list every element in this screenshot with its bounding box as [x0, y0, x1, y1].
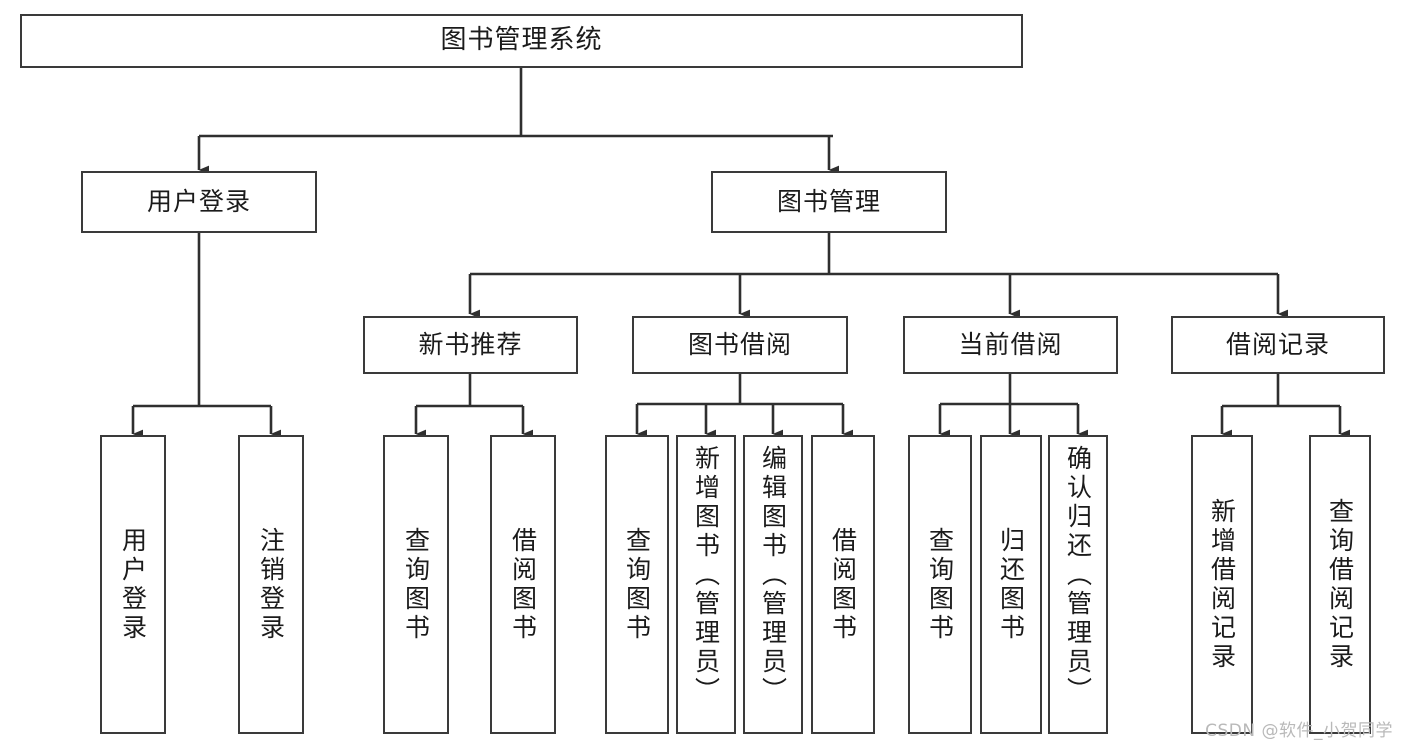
node-leaf-borrow-edit-book-admin[interactable]: 编辑图书（管理员） — [743, 435, 803, 734]
node-label-leaf-user-login-login: 用户登录 — [118, 526, 148, 643]
node-label-leaf-current-confirm-return-admin: 确认归还（管理员） — [1063, 445, 1093, 706]
node-leaf-borrow-borrow-book[interactable]: 借阅图书 — [811, 435, 875, 734]
node-label-book-management: 图书管理 — [776, 187, 881, 216]
node-book-borrow[interactable]: 图书借阅 — [632, 316, 848, 374]
node-leaf-current-confirm-return-admin[interactable]: 确认归还（管理员） — [1048, 435, 1108, 734]
node-label-leaf-user-login-logout: 注销登录 — [256, 526, 286, 643]
node-leaf-borrow-add-book-admin[interactable]: 新增图书（管理员） — [676, 435, 736, 734]
node-new-book-recommend[interactable]: 新书推荐 — [363, 316, 578, 374]
node-label-leaf-borrow-edit-book-admin: 编辑图书（管理员） — [758, 445, 788, 706]
node-leaf-current-return-book[interactable]: 归还图书 — [980, 435, 1042, 734]
node-borrow-record[interactable]: 借阅记录 — [1171, 316, 1385, 374]
node-label-leaf-current-return-book: 归还图书 — [996, 526, 1026, 643]
node-leaf-user-login-login[interactable]: 用户登录 — [100, 435, 166, 734]
node-label-leaf-newbook-query-book: 查询图书 — [401, 526, 431, 643]
node-label-leaf-record-query-record: 查询借阅记录 — [1325, 497, 1355, 672]
node-leaf-newbook-borrow-book[interactable]: 借阅图书 — [490, 435, 556, 734]
node-label-root: 图书管理系统 — [440, 25, 603, 56]
node-leaf-current-query-book[interactable]: 查询图书 — [908, 435, 972, 734]
node-label-new-book-recommend: 新书推荐 — [418, 330, 523, 359]
csdn-watermark: CSDN @软件_小贺同学 — [1205, 721, 1393, 741]
node-root-book-management-system[interactable]: 图书管理系统 — [20, 14, 1023, 68]
node-leaf-record-add-record[interactable]: 新增借阅记录 — [1191, 435, 1253, 734]
node-label-leaf-borrow-query-book: 查询图书 — [622, 526, 652, 643]
node-label-current-borrow: 当前借阅 — [958, 330, 1063, 359]
node-label-borrow-record: 借阅记录 — [1225, 330, 1330, 359]
node-current-borrow[interactable]: 当前借阅 — [903, 316, 1118, 374]
node-leaf-borrow-query-book[interactable]: 查询图书 — [605, 435, 669, 734]
node-label-book-borrow: 图书借阅 — [687, 330, 792, 359]
node-leaf-record-query-record[interactable]: 查询借阅记录 — [1309, 435, 1371, 734]
node-book-management[interactable]: 图书管理 — [711, 171, 947, 233]
node-label-leaf-newbook-borrow-book: 借阅图书 — [508, 526, 538, 643]
node-leaf-newbook-query-book[interactable]: 查询图书 — [383, 435, 449, 734]
node-label-user-login: 用户登录 — [146, 187, 251, 216]
node-label-leaf-current-query-book: 查询图书 — [925, 526, 955, 643]
node-label-leaf-record-add-record: 新增借阅记录 — [1207, 497, 1237, 672]
node-user-login[interactable]: 用户登录 — [81, 171, 317, 233]
node-label-leaf-borrow-borrow-book: 借阅图书 — [828, 526, 858, 643]
node-leaf-user-login-logout[interactable]: 注销登录 — [238, 435, 304, 734]
node-label-leaf-borrow-add-book-admin: 新增图书（管理员） — [691, 445, 721, 706]
